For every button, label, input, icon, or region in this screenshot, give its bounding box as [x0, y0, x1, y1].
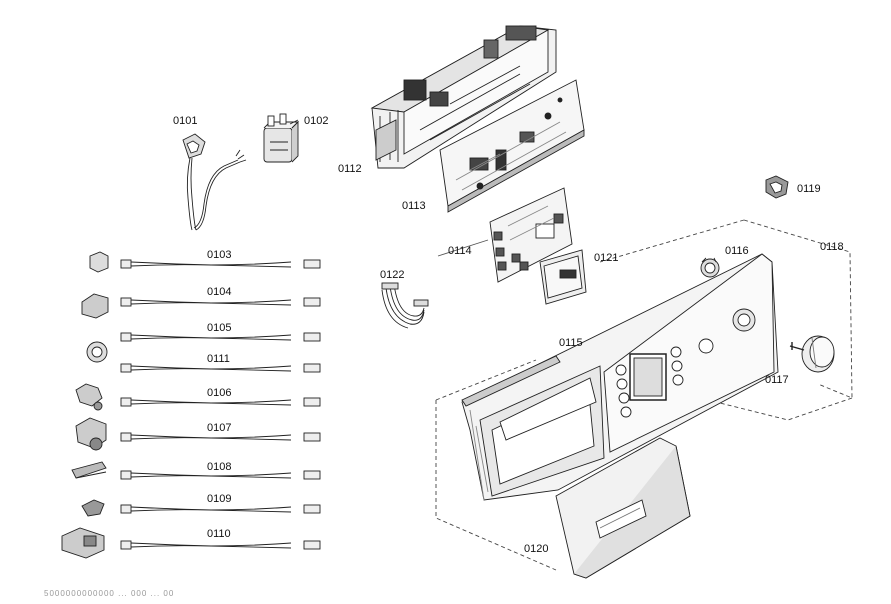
- part-label-0109: 0109: [207, 493, 232, 505]
- part-label-0110: 0110: [207, 528, 231, 540]
- part-label-0119: 0119: [797, 183, 821, 195]
- part-label-0113: 0113: [402, 200, 426, 212]
- wiring-harness-row: [89, 251, 321, 273]
- part-label-0116: 0116: [725, 245, 749, 257]
- wiring-harness-row: [81, 293, 321, 319]
- panel-boundary: [435, 219, 853, 571]
- wiring-harness-row: [120, 332, 321, 342]
- part-label-0108: 0108: [207, 461, 232, 473]
- part-label-0107: 0107: [207, 422, 232, 434]
- part-label-0106: 0106: [207, 387, 232, 399]
- part-label-0117: 0117: [765, 374, 789, 386]
- part-label-0103: 0103: [207, 249, 232, 261]
- interference-filter-icon: [263, 113, 300, 163]
- part-label-0104: 0104: [207, 286, 232, 298]
- control-panel-fascia-icon: [461, 253, 779, 501]
- part-label-0101: 0101: [173, 115, 198, 127]
- wiring-harness-row: [71, 461, 321, 480]
- knob-ring-icon: [700, 257, 720, 278]
- ribbon-cable-icon: [381, 282, 429, 329]
- wiring-harness-row: [75, 383, 321, 411]
- display-board-icon: [489, 187, 573, 283]
- wiring-harness-row: [75, 417, 321, 451]
- display-cover-icon: [539, 249, 587, 305]
- wiring-harness-row: [81, 499, 321, 517]
- wiring-harness-row: [61, 527, 321, 559]
- part-label-0114: 0114: [448, 245, 472, 257]
- wiring-harness-row: [86, 341, 321, 373]
- part-label-0120: 0120: [524, 543, 549, 555]
- part-label-0115: 0115: [559, 337, 583, 349]
- footer-code: 5000000000000 ... 000 ... 00: [44, 589, 175, 598]
- control-housing-icon: [370, 25, 557, 169]
- part-label-0105: 0105: [207, 322, 232, 334]
- part-label-0111: 0111: [207, 353, 230, 365]
- part-label-0112: 0112: [338, 163, 362, 175]
- part-label-0122: 0122: [380, 269, 405, 281]
- part-label-0121: 0121: [594, 252, 619, 264]
- power-cord-plug-icon: [182, 133, 247, 231]
- part-label-0102: 0102: [304, 115, 329, 127]
- drawer-handle-icon: [555, 437, 691, 579]
- small-clip-icon: [765, 175, 789, 199]
- selector-knob-icon: [789, 335, 835, 373]
- part-label-0118: 0118: [820, 241, 844, 253]
- power-board-icon: [439, 79, 585, 213]
